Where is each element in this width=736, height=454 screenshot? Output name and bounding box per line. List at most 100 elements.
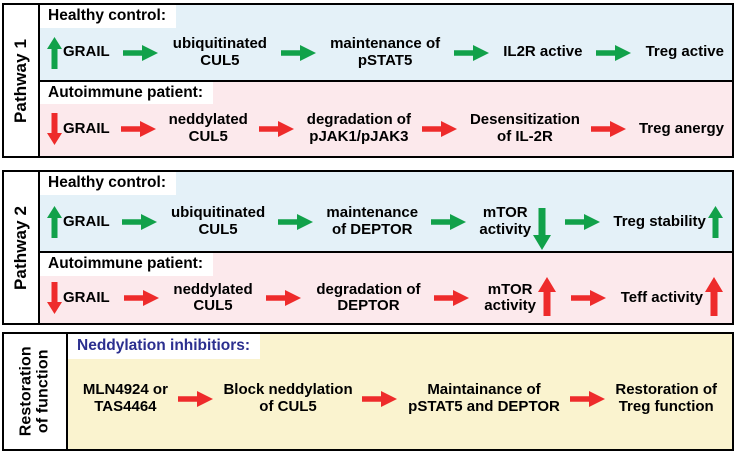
node-label: GRAIL: [63, 212, 110, 230]
node-label: Treg anergy: [638, 119, 724, 137]
node-grail-up: GRAIL: [46, 205, 110, 239]
node-treg-active: Treg active: [645, 43, 724, 61]
pathway-1-side-label: Pathway 1: [4, 5, 40, 156]
right-arrow-icon: [430, 212, 467, 232]
restoration-body: Neddylation inhibitiors: MLN4924 or TAS4…: [68, 334, 732, 449]
node-label: MLN4924 or TAS4464: [82, 381, 168, 415]
restoration-chain: MLN4924 or TAS4464 Block neddylation of …: [68, 359, 732, 449]
up-arrow-icon: [704, 276, 724, 320]
node-restoration-treg-function: Restoration of Treg function: [615, 381, 718, 416]
right-arrow-icon: [569, 389, 606, 409]
node-label: Treg stability: [613, 212, 706, 230]
node-label: maintenance of pSTAT5: [330, 34, 441, 69]
right-arrow-icon: [277, 212, 314, 232]
right-arrow-icon: [266, 288, 302, 308]
right-arrow-icon: [121, 119, 157, 139]
down-arrow-icon: [532, 207, 552, 251]
right-arrow-icon: [122, 212, 158, 232]
node-label: GRAIL: [63, 43, 110, 61]
up-arrow-icon: [707, 205, 724, 239]
node-ubiquitinated-cul5: ubiquitinated CUL5: [170, 204, 266, 239]
node-mtor-activity-up: mTOR activity: [484, 276, 557, 320]
pathway-2-rows: Healthy control: GRAIL: [40, 172, 732, 323]
right-arrow-icon: [177, 389, 214, 409]
pathway-1-healthy-chain: GRAIL ubiquitinated CUL5: [40, 26, 732, 80]
node-label: Maintainance of pSTAT5 and DEPTOR: [408, 381, 560, 415]
node-label: mTOR activity: [484, 280, 536, 315]
pathway-1-rows: Healthy control: GRAIL: [40, 5, 732, 156]
right-arrow-icon: [362, 389, 398, 409]
node-degradation-deptor: degradation of DEPTOR: [316, 280, 421, 316]
node-grail-up: GRAIL: [46, 36, 110, 70]
up-arrow-icon: [46, 36, 63, 70]
node-label: degradation of pJAK1/pJAK3: [306, 111, 411, 146]
down-arrow-icon: [46, 112, 63, 146]
node-maintenance-pstat5-deptor: Maintainance of pSTAT5 and DEPTOR: [408, 381, 560, 416]
right-arrow-icon: [123, 288, 160, 308]
pathway-2-side-label-text: Pathway 2: [11, 205, 30, 290]
node-label: GRAIL: [63, 289, 110, 306]
node-label: GRAIL: [63, 119, 110, 137]
node-grail-down: GRAIL: [46, 281, 110, 315]
node-label: degradation of DEPTOR: [316, 280, 421, 315]
node-label: Desensitization of IL-2R: [469, 111, 580, 146]
restoration-side-label: Restoration of function: [4, 334, 68, 449]
node-label: neddylated CUL5: [173, 280, 253, 315]
pathway-2-healthy-chain: GRAIL ubiquitinated CUL5: [40, 193, 732, 251]
right-arrow-icon: [591, 119, 627, 139]
node-label: Block neddylation of CUL5: [223, 381, 353, 415]
node-label: maintenance of DEPTOR: [326, 204, 419, 238]
restoration-panel: Restoration of function Neddylation inhi…: [2, 332, 734, 451]
node-il2r-active: IL2R active: [503, 43, 583, 61]
right-arrow-icon: [596, 43, 632, 63]
node-label: Restoration of Treg function: [615, 381, 718, 415]
node-grail-down: GRAIL: [46, 112, 110, 146]
up-arrow-icon: [537, 276, 557, 320]
pathway-2-side-label: Pathway 2: [4, 172, 40, 323]
pathway-1-healthy-band: Healthy control: GRAIL: [40, 5, 732, 82]
right-arrow-icon: [570, 288, 607, 308]
node-neddylated-cul5: neddylated CUL5: [173, 280, 253, 316]
pathway-1-panel: Pathway 1 Healthy control: GRAIL: [2, 3, 734, 158]
node-treg-anergy: Treg anergy: [638, 119, 724, 138]
node-degradation-pjak: degradation of pJAK1/pJAK3: [307, 112, 411, 146]
pathway-1-autoimmune-chain: GRAIL neddylated CUL5: [40, 102, 732, 156]
right-arrow-icon: [259, 119, 295, 139]
right-arrow-icon: [453, 43, 490, 63]
pathway-1-healthy-caption: Healthy control:: [40, 5, 176, 28]
node-label: ubiquitinated CUL5: [172, 34, 267, 69]
node-label: mTOR activity: [479, 204, 532, 238]
node-block-neddylation: Block neddylation of CUL5: [223, 381, 353, 416]
right-arrow-icon: [422, 119, 458, 139]
node-desensitization-il2r: Desensitization of IL-2R: [470, 112, 580, 146]
node-label: IL2R active: [503, 43, 583, 61]
pathway-2-autoimmune-band: Autoimmune patient: GRAIL: [40, 252, 732, 323]
right-arrow-icon: [564, 212, 601, 232]
down-arrow-icon: [46, 281, 63, 315]
pathway-2-healthy-caption: Healthy control:: [40, 172, 176, 195]
node-maintenance-pstat5: maintenance of pSTAT5: [330, 34, 441, 70]
restoration-caption: Neddylation inhibitiors:: [68, 334, 261, 359]
pathway-2-autoimmune-caption: Autoimmune patient:: [40, 252, 213, 276]
right-arrow-icon: [434, 288, 470, 308]
node-label: Treg active: [645, 43, 724, 61]
node-label: Teff activity: [620, 289, 703, 306]
node-mtor-activity-down: mTOR activity: [479, 193, 552, 251]
node-label: ubiquitinated CUL5: [170, 204, 266, 238]
right-arrow-icon: [123, 43, 159, 63]
pathway-2-healthy-band: Healthy control: GRAIL: [40, 172, 732, 253]
right-arrow-icon: [280, 43, 317, 63]
node-ubiquitinated-cul5: ubiquitinated CUL5: [172, 34, 267, 70]
node-treg-stability-up: Treg stability: [613, 205, 724, 239]
pathway-2-panel: Pathway 2 Healthy control: GRAIL: [2, 170, 734, 325]
restoration-side-label-text: Restoration of function: [17, 346, 52, 437]
pathway-1-autoimmune-band: Autoimmune patient: GRAIL: [40, 81, 732, 156]
pathway-1-side-label-text: Pathway 1: [11, 38, 30, 123]
pathway-1-autoimmune-caption: Autoimmune patient:: [40, 81, 213, 105]
node-neddylated-cul5: neddylated CUL5: [169, 112, 248, 146]
node-neddylation-inhibitors: MLN4924 or TAS4464: [82, 381, 168, 416]
node-teff-activity-up: Teff activity: [621, 276, 724, 320]
node-maintenance-deptor: maintenance of DEPTOR: [326, 204, 419, 239]
up-arrow-icon: [46, 205, 63, 239]
